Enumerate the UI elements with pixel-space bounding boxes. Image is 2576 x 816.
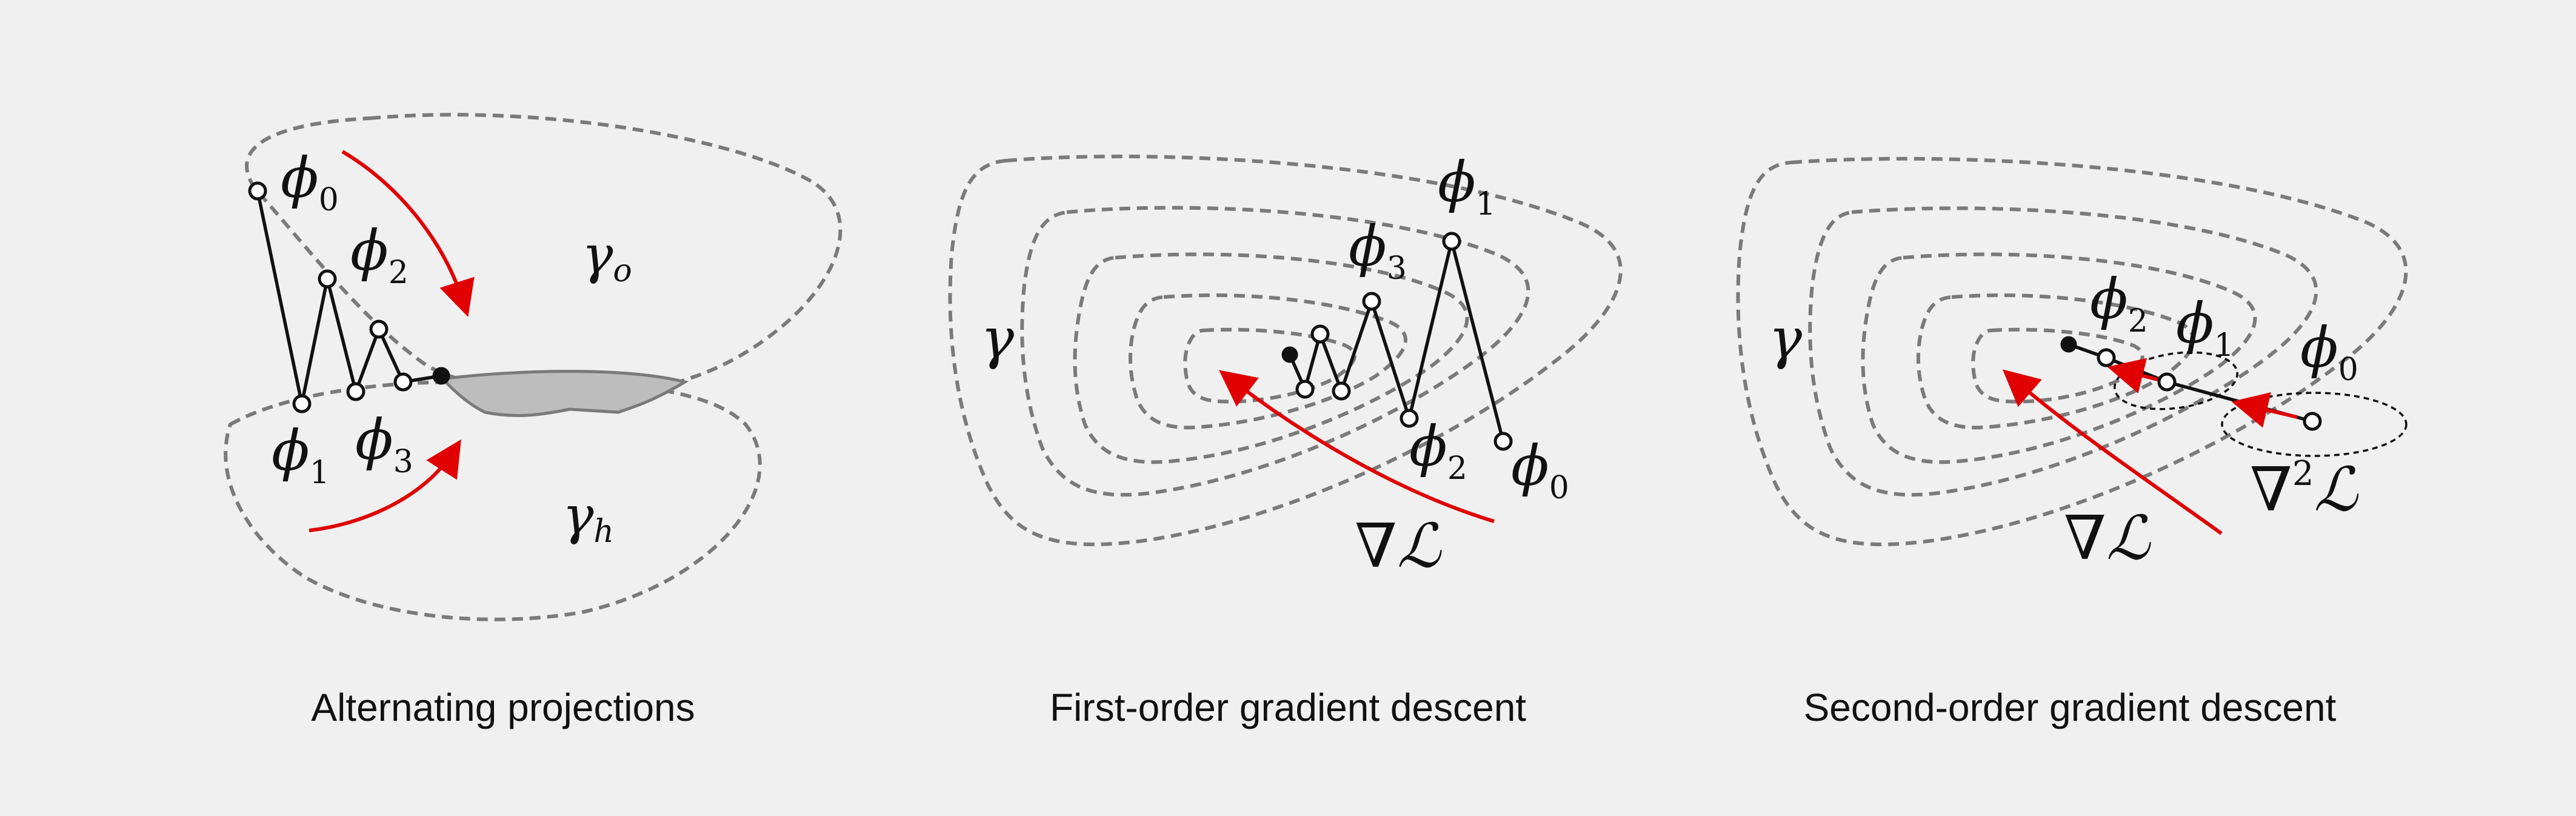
contour-2 [1808,206,2318,497]
label-phi-3: ϕ3 [1349,214,1407,287]
label-phi-2: ϕ2 [350,218,409,291]
label-gamma-h: γh [562,486,614,550]
node-phi-4 [1332,381,1351,401]
panel-first-order: γ ϕ1 ϕ3 ϕ2 ϕ0 ∇ℒ [948,150,1623,581]
node-limit [432,367,450,385]
caption-alternating-projections: Alternating projections [311,686,695,729]
contour-1 [948,155,1623,546]
label-phi-3: ϕ3 [355,407,413,480]
caption-first-order: First-order gradient descent [1049,686,1527,729]
panel-alternating-projections: ϕ0 ϕ2 ϕ1 ϕ3 γo γh [224,113,843,621]
node-phi-3 [346,382,365,401]
label-gradient: ∇ℒ [1355,510,1442,581]
contour-2 [1020,206,1530,497]
node-phi-1 [1442,232,1461,251]
descent-path [1288,239,1505,442]
gradient-arrow [2002,369,2223,535]
contour-4 [1916,293,2195,430]
node-phi-0 [2303,412,2322,431]
panel-second-order: γ ϕ2 ϕ1 ϕ0 ∇ℒ ∇2ℒ [1736,156,2408,574]
contour-3 [1073,252,1469,464]
label-gamma: γ [981,306,1015,371]
label-phi-0: ϕ0 [2300,315,2358,388]
newton-step-arrow-2 [2107,358,2158,393]
label-phi-2: ϕ2 [2090,267,2148,339]
node-phi-2 [318,269,337,289]
hessian-ellipse-small [2114,351,2238,410]
label-phi-2: ϕ2 [1409,414,1467,487]
node-limit [2060,336,2077,353]
contour-5 [1971,327,2144,404]
node-phi-5 [1310,324,1330,344]
arrow-to-gamma-o [309,439,461,532]
node-phi-5 [393,372,413,392]
contour-3 [1861,252,2257,464]
newton-step-arrow-1 [2231,392,2298,428]
intersection-region [439,370,689,417]
label-phi-0: ϕ0 [281,145,339,218]
label-hessian: ∇2ℒ [2250,454,2358,525]
node-phi-1 [2157,372,2177,392]
hessian-ellipse-large [2221,392,2407,457]
node-phi-4 [369,319,389,339]
node-limit [1281,346,1298,363]
node-phi-1 [292,394,312,413]
label-gamma: γ [1769,306,1803,371]
contour-4 [1128,293,1407,430]
node-phi-3 [1362,292,1381,311]
label-phi-0: ϕ0 [1511,433,1569,506]
node-phi-2 [2097,348,2116,367]
set-gamma-h-boundary [224,379,762,621]
node-phi-6 [1295,380,1315,399]
node-phi-2 [1400,409,1419,428]
label-phi-1: ϕ1 [272,418,330,491]
caption-second-order: Second-order gradient descent [1803,686,2337,729]
contour-5 [1183,327,1356,404]
label-gamma-o: γo [582,225,632,289]
contour-1 [1736,156,2408,546]
gradient-arrow [1219,370,1495,523]
node-phi-0 [1493,432,1513,451]
arrow-to-gamma-h [341,150,475,317]
label-gradient: ∇ℒ [2064,503,2151,574]
label-phi-1: ϕ1 [1438,150,1496,222]
node-phi-0 [248,181,267,201]
set-gamma-o-boundary [245,113,843,393]
label-phi-1: ϕ1 [2176,291,2234,364]
